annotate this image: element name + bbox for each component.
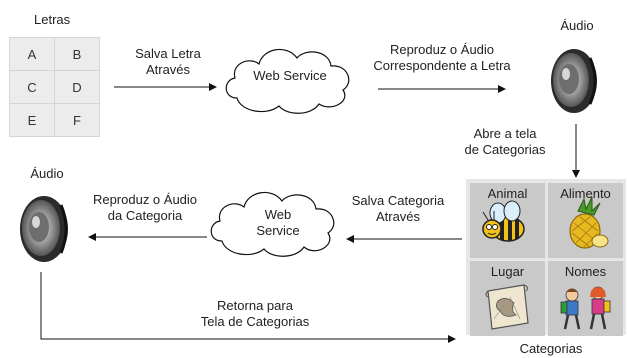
letter-cell[interactable]: D bbox=[55, 71, 100, 104]
arrow-audio-return-to-categories bbox=[40, 272, 456, 343]
category-label: Nomes bbox=[564, 264, 607, 279]
map-icon bbox=[485, 284, 529, 330]
category-label: Animal bbox=[487, 186, 528, 201]
cloud-icon bbox=[210, 191, 335, 257]
letter-cell[interactable]: E bbox=[10, 104, 55, 137]
bee-icon bbox=[482, 200, 525, 242]
label-audio-top: Áudio bbox=[560, 18, 594, 33]
letter-cell[interactable]: A bbox=[10, 38, 55, 71]
pineapple-icon bbox=[569, 196, 609, 249]
letter-cell[interactable]: F bbox=[55, 104, 100, 137]
categories-caption: Categorias bbox=[519, 341, 583, 356]
speaker-icon bbox=[20, 196, 68, 262]
label-web-service-top: Web Service bbox=[253, 68, 327, 83]
category-tile-lugar[interactable]: Lugar bbox=[470, 261, 545, 336]
speaker-icon bbox=[551, 49, 597, 113]
category-tile-alimento[interactable]: Alimento bbox=[548, 183, 623, 258]
category-tile-nomes[interactable]: Nomes bbox=[548, 261, 623, 336]
letter-cell[interactable]: C bbox=[10, 71, 55, 104]
cloud-icon bbox=[225, 48, 350, 114]
label-audio-bottom: Áudio bbox=[30, 166, 64, 181]
category-label: Alimento bbox=[560, 186, 611, 201]
letters-grid: A B C D E F bbox=[9, 37, 100, 137]
letter-cell[interactable]: B bbox=[55, 38, 100, 71]
category-tile-animal[interactable]: Animal bbox=[470, 183, 545, 258]
category-label: Lugar bbox=[490, 264, 525, 279]
letters-title: Letras bbox=[34, 12, 71, 27]
children-icon bbox=[560, 286, 611, 330]
